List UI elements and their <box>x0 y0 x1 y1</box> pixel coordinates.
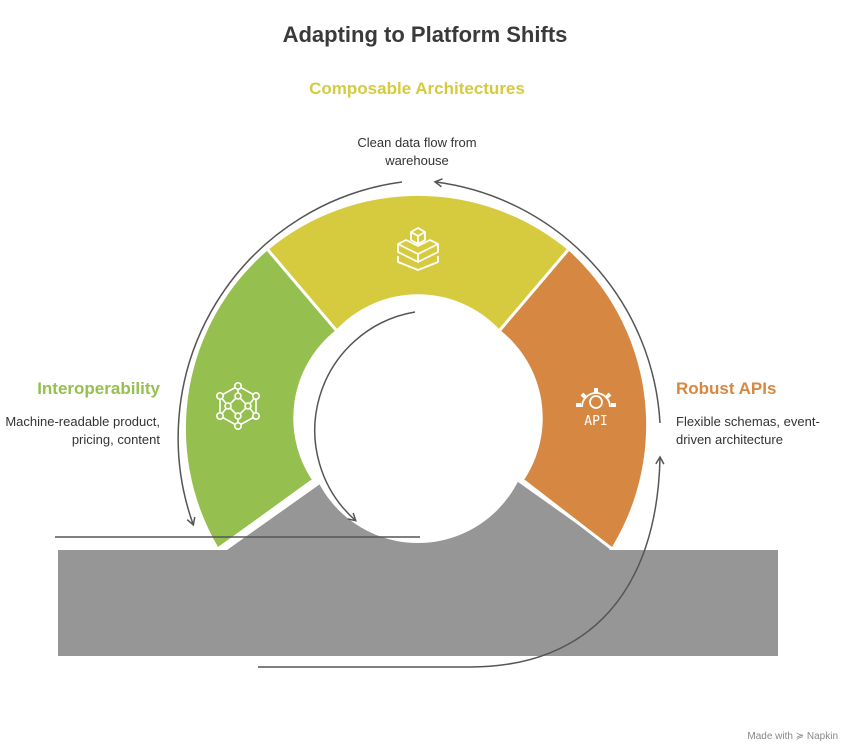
diagram-title: Adapting to Platform Shifts <box>282 22 568 47</box>
interoperability-title: Interoperability <box>37 379 160 398</box>
inner-hole <box>306 319 530 543</box>
segment-interoperability <box>185 250 336 547</box>
interoperability-description: Machine-readable product, pricing, conte… <box>5 414 160 447</box>
composable-title: Composable Architectures <box>309 79 525 98</box>
inner-hole-rim <box>305 311 531 495</box>
ring-base-segment <box>220 477 611 612</box>
segment-divider <box>266 249 338 331</box>
arrow-bottom-sweep <box>258 455 665 668</box>
composable-description: Clean data flow from warehouse <box>357 135 477 168</box>
network-nodes-icon <box>215 381 261 430</box>
api-icon-label: API <box>584 414 607 429</box>
modular-blocks-icon <box>397 227 439 271</box>
segment-divider <box>523 479 613 551</box>
robust-apis-description: Flexible schemas, event-driven architect… <box>676 414 820 447</box>
arrow-top-left <box>177 181 403 527</box>
segment-composable <box>268 195 568 330</box>
arrow-inner <box>314 311 416 522</box>
robust-apis-title: Robust APIs <box>676 379 777 398</box>
arrow-top-right <box>433 178 661 424</box>
segment-divider <box>498 249 570 331</box>
gear-api-icon: API <box>576 388 616 429</box>
segment-apis <box>500 250 647 547</box>
napkin-credit: Made with ≽ Napkin <box>747 731 838 742</box>
